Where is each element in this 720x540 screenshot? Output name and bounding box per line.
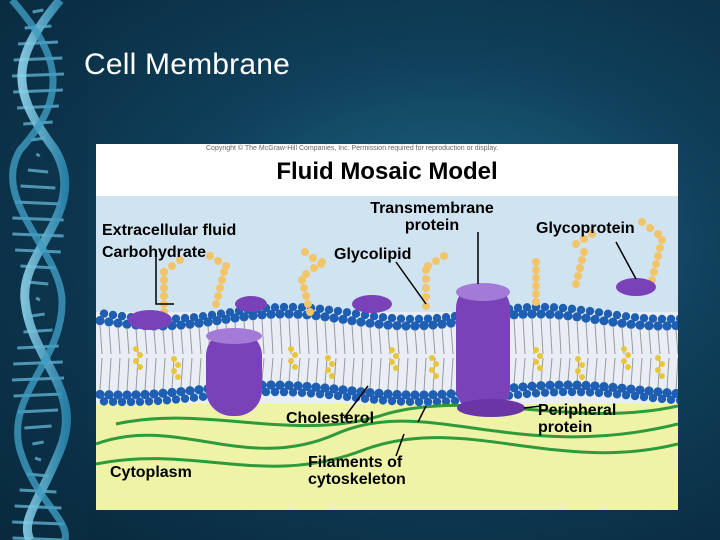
label-extracellular-fluid: Extracellular fluid — [102, 222, 237, 239]
cholesterol-molecules — [133, 346, 665, 380]
glycolipid-head — [352, 295, 392, 313]
label-peripheral-line1: Peripheral — [538, 402, 617, 419]
label-transmembrane-line1: Transmembrane — [370, 200, 494, 217]
phospholipid-heads-inner — [96, 380, 678, 407]
glycoprotein-small — [616, 278, 656, 296]
protein-left-top — [128, 310, 172, 330]
transmembrane-protein-right — [456, 283, 510, 412]
label-filaments-line1: Filaments of — [308, 454, 403, 471]
label-transmembrane-protein: Transmembrane protein — [342, 200, 522, 234]
label-transmembrane-line2: protein — [404, 217, 460, 234]
fluid-mosaic-figure: Copyright © The McGraw-Hill Companies, I… — [96, 144, 678, 510]
membrane-illustration — [96, 196, 678, 510]
figure-title: Fluid Mosaic Model — [276, 158, 498, 185]
label-leader-lines — [155, 232, 637, 457]
slide-title: Cell Membrane — [84, 48, 291, 81]
label-glycolipid: Glycolipid — [334, 246, 412, 263]
label-carbohydrate: Carbohydrate — [102, 244, 207, 261]
dna-helix-graphic — [0, 0, 88, 540]
label-cytoplasm: Cytoplasm — [110, 464, 192, 481]
label-cholesterol: Cholesterol — [286, 410, 375, 427]
label-peripheral-line2: protein — [538, 419, 593, 436]
carbohydrate-chains — [160, 218, 666, 316]
label-glycoprotein: Glycoprotein — [536, 220, 635, 237]
transmembrane-protein-left — [206, 328, 262, 416]
cytoskeleton-filaments — [96, 403, 678, 468]
protein-left-mid — [235, 296, 267, 312]
label-filaments-of-cytoskeleton: Filaments of cytoskeleton — [308, 454, 406, 488]
label-filaments-line2: cytoskeleton — [308, 471, 406, 488]
label-peripheral-protein: Peripheral protein — [538, 402, 616, 436]
extracellular-region — [96, 196, 678, 314]
peripheral-protein — [457, 399, 525, 417]
figure-copyright: Copyright © The McGraw-Hill Companies, I… — [206, 145, 499, 152]
